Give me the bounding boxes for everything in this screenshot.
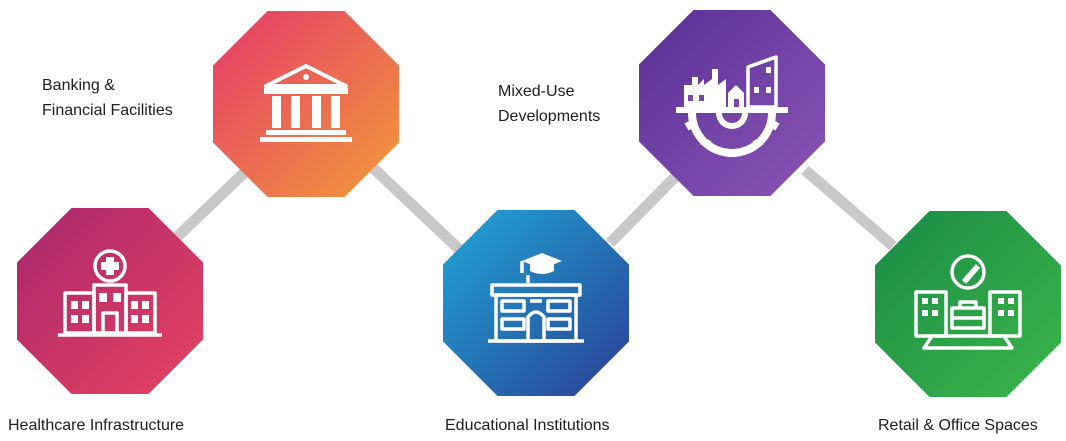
- connector-education-mixed-use: [606, 172, 680, 247]
- node-banking: [213, 11, 399, 197]
- node-education: [443, 210, 629, 396]
- label-healthcare: Healthcare Infrastructure: [8, 413, 184, 438]
- label-banking: Banking & Financial Facilities: [42, 73, 173, 123]
- label-education: Educational Institutions: [445, 413, 610, 438]
- bank-icon: [260, 64, 352, 142]
- connector-banking-education: [366, 161, 466, 256]
- factory-gear-icon: [676, 55, 788, 157]
- connector-healthcare-banking: [172, 168, 249, 242]
- label-healthcare-line-1: Healthcare Infrastructure: [8, 417, 185, 434]
- label-mixed-use-line-1: Mixed-Use: [498, 83, 575, 100]
- octagon-education: [443, 210, 629, 396]
- connectors: [172, 161, 897, 256]
- node-healthcare: [17, 208, 203, 394]
- octagon-healthcare: [17, 208, 203, 394]
- label-banking-line-2: Financial Facilities: [42, 102, 173, 119]
- label-retail-line-1: Retail & Office Spaces: [878, 417, 1038, 434]
- node-retail: [875, 211, 1061, 397]
- node-mixed-use: [639, 10, 825, 196]
- label-education-line-1: Educational Institutions: [445, 417, 610, 434]
- label-mixed-use-line-2: Developments: [498, 108, 601, 125]
- retail-office-icon: [914, 254, 1022, 350]
- octagon-banking: [213, 11, 399, 197]
- octagon-retail: [875, 211, 1061, 397]
- label-retail: Retail & Office Spaces: [878, 413, 1038, 438]
- school-icon: [488, 253, 584, 343]
- label-mixed-use: Mixed-Use Developments: [498, 79, 600, 129]
- label-banking-line-1: Banking &: [42, 77, 115, 94]
- connector-mixed-use-retail: [801, 165, 897, 251]
- hospital-icon: [58, 249, 162, 337]
